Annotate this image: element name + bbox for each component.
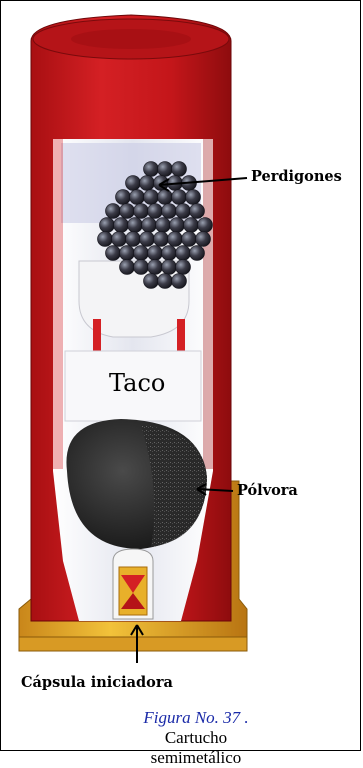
shot-pellet [112,232,127,247]
shot-pellet [134,260,149,275]
shot-pellet [176,246,191,261]
shot-pellet [140,232,155,247]
shot-pellet [144,162,159,177]
shot-pellet [130,190,145,205]
figure-caption: Figura No. 37 . Cartucho semimetálico [121,708,271,768]
shot-pellet [134,246,149,261]
shot-pellet [116,190,131,205]
shot-pellet [186,190,201,205]
shot-pellet [154,232,169,247]
caption-title-part2: semimetálico [121,748,271,768]
shot-pellet [162,260,177,275]
shot-pellet [190,204,205,219]
shot-pellet [162,246,177,261]
primer [113,549,153,619]
shot-pellet [98,232,113,247]
shot-pellet [156,218,171,233]
shot-pellet [148,246,163,261]
caption-title-part1: Cartucho [165,728,227,747]
shot-pellet [158,274,173,289]
figure-frame: Perdigones Taco Pólvora Cápsula iniciado… [0,0,361,751]
shot-pellet [144,190,159,205]
shot-pellet [190,246,205,261]
shot-pellet [148,204,163,219]
shot-pellet [120,260,135,275]
powder [66,419,207,549]
shot-pellet [184,218,199,233]
shot-pellet [128,218,143,233]
cartridge-illustration [1,1,362,752]
shot-pellet [106,246,121,261]
shot-pellet [172,274,187,289]
shot-pellet [144,274,159,289]
figure-number: Figura No. 37 . [143,708,248,727]
shot-pellet [100,218,115,233]
shot-pellet [148,260,163,275]
shot-pellet [172,162,187,177]
shot-pellet [182,232,197,247]
shot-pellet [140,176,155,191]
shot-pellet [168,232,183,247]
shot-pellet [126,176,141,191]
shot-pellet [196,232,211,247]
shot-pellet [106,204,121,219]
caption-line-1: Figura No. 37 . Cartucho [121,708,271,748]
shot-pellet [120,246,135,261]
shot-pellet [176,204,191,219]
label-taco: Taco [109,369,165,397]
label-capsula-iniciadora: Cápsula iniciadora [21,674,173,691]
shot-pellet [198,218,213,233]
label-polvora: Pólvora [237,482,298,499]
shot-pellet [158,190,173,205]
label-perdigones: Perdigones [251,168,342,185]
shot-pellet [126,232,141,247]
shot-pellet [162,204,177,219]
shot-pellet [134,204,149,219]
shot-pellet [142,218,157,233]
shot-pellet [114,218,129,233]
shot-pellet [172,190,187,205]
shot-pellet [176,260,191,275]
shot-pellet [120,204,135,219]
shot-pellet [170,218,185,233]
shot-pellet [158,162,173,177]
